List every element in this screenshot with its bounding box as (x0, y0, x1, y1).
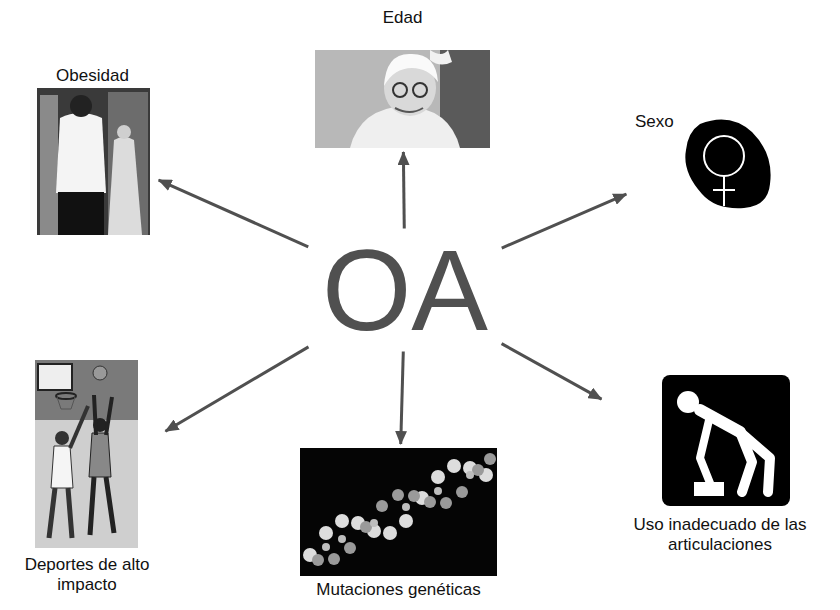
backboard (38, 364, 72, 390)
elderly-photo (315, 50, 490, 148)
factor-label: Uso inadecuado de las articulaciones (605, 515, 835, 555)
wall (108, 92, 148, 235)
ball (93, 366, 107, 380)
photo-ground (35, 360, 138, 548)
hand (430, 50, 452, 65)
arrow-connector (401, 351, 404, 444)
jersey (89, 433, 111, 477)
glasses (393, 83, 407, 97)
image-slot (30, 88, 155, 235)
risk-factor: Edad (315, 8, 490, 148)
factor-label: Mutaciones genéticas (290, 580, 507, 600)
arrow-connector (402, 152, 406, 229)
jersey (51, 446, 73, 488)
photo-ground (37, 88, 150, 235)
legs (740, 432, 770, 492)
lifting-pictogram (662, 375, 790, 506)
shirt (56, 113, 106, 193)
factor-label: Obesidad (30, 66, 155, 86)
factor-label: Deportes de alto impacto (12, 555, 162, 595)
image-slot (630, 120, 775, 210)
risk-factor: Sexo (630, 112, 775, 210)
arrow-connector (502, 194, 627, 248)
image-slot (315, 50, 490, 148)
image-slot (290, 448, 507, 576)
venus-cross (713, 189, 735, 191)
arrow-connector (159, 180, 309, 247)
head (117, 125, 131, 139)
factor-label: Sexo (630, 112, 775, 132)
arm (700, 416, 712, 488)
central-label: OA (312, 233, 498, 348)
dna-strand (312, 453, 496, 566)
head (70, 95, 92, 117)
dress (108, 137, 142, 235)
trousers (58, 192, 104, 235)
shirt (350, 106, 460, 148)
arm (70, 406, 88, 448)
risk-factor: Uso inadecuado de las articulaciones (605, 375, 835, 555)
arrow-connector (165, 347, 308, 431)
female-symbol (685, 120, 770, 209)
central-term: OA (312, 233, 498, 348)
net (57, 397, 75, 409)
dna-strand (303, 459, 493, 562)
image-slot (12, 360, 162, 548)
hair (384, 54, 438, 86)
photo-ground (300, 448, 497, 576)
factor-label: Edad (315, 8, 490, 28)
load (694, 482, 724, 496)
risk-factor: Mutaciones genéticas (290, 448, 507, 600)
basketball-photo (35, 360, 138, 548)
photo-ground (315, 50, 490, 148)
risk-factor: Obesidad (30, 66, 155, 235)
arrow-connector (502, 344, 602, 400)
legs (90, 477, 114, 535)
arm (94, 395, 112, 435)
dna-rungs (322, 471, 474, 551)
icon-ground (662, 375, 790, 506)
mouth (395, 108, 423, 112)
risk-factor: Deportes de alto impacto (12, 360, 162, 595)
image-slot (605, 375, 835, 506)
obesity-photo (37, 88, 150, 235)
legs (49, 488, 72, 538)
rim (56, 393, 76, 399)
head (55, 431, 69, 445)
doorway (40, 95, 58, 235)
dna-photo (300, 448, 497, 576)
blob (685, 120, 770, 209)
glasses (413, 83, 427, 97)
venus-circle (704, 136, 744, 176)
